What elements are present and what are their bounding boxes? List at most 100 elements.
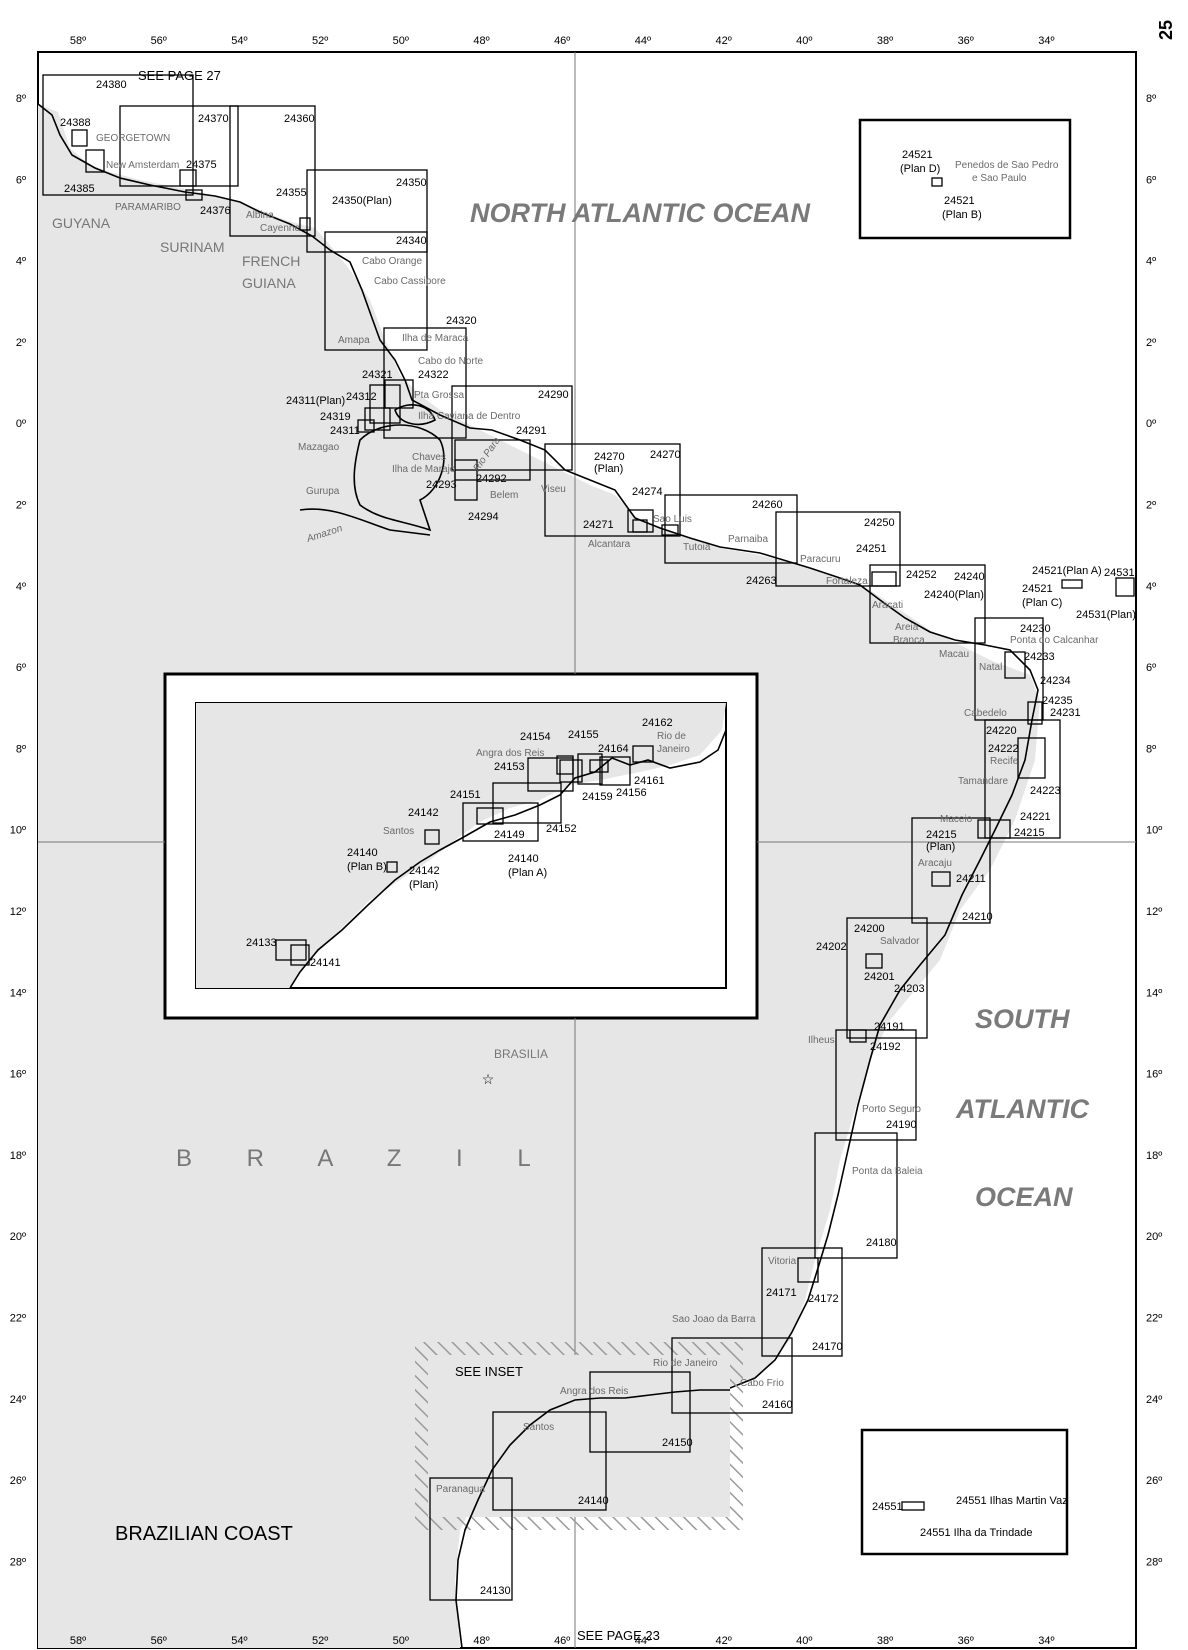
chart-label-24190: 24190 bbox=[886, 1119, 917, 1131]
chart-box-24201[interactable] bbox=[865, 953, 883, 969]
chart-label-24521-plan-b2: (Plan B) bbox=[942, 209, 982, 221]
chart-label-24551: 24551 bbox=[872, 1501, 903, 1513]
place-alcantara: Alcantara bbox=[588, 539, 631, 550]
chart-box-24385[interactable] bbox=[85, 149, 105, 173]
chart-label-24234: 24234 bbox=[1040, 675, 1071, 687]
place-ilha-caviana: Ilha Caviana de Dentro bbox=[418, 411, 521, 422]
chart-box-24312[interactable] bbox=[364, 407, 391, 431]
chart-box-24311[interactable] bbox=[357, 419, 375, 433]
chart-label-24140: 24140 bbox=[578, 1495, 609, 1507]
inset-box-24156[interactable] bbox=[589, 759, 609, 773]
chart-box-24263[interactable] bbox=[661, 524, 679, 536]
chart-label-24350-plan: 24350(Plan) bbox=[332, 195, 392, 207]
chart-label-24235: 24235 bbox=[1042, 695, 1073, 707]
inset-label-24153: 24153 bbox=[494, 761, 525, 773]
chart-label-24521-plan-c1: 24521 bbox=[1022, 583, 1053, 595]
longitude-tick-bottom: 44º bbox=[635, 1635, 651, 1647]
inset-box-24140b[interactable] bbox=[386, 861, 398, 873]
chart-box-24521-plan-d[interactable] bbox=[931, 177, 943, 187]
chart-label-24203: 24203 bbox=[894, 983, 925, 995]
inset-box-24159[interactable] bbox=[559, 759, 583, 783]
chart-box-24355[interactable] bbox=[299, 217, 311, 231]
amazon-delta bbox=[299, 404, 445, 536]
chart-box-24370[interactable] bbox=[119, 105, 239, 187]
chart-box-24191[interactable] bbox=[849, 1029, 867, 1043]
inset-box-24154[interactable] bbox=[556, 755, 574, 775]
chart-box-24271[interactable] bbox=[632, 519, 648, 533]
latitude-tick-left: 12º bbox=[10, 906, 26, 918]
place-ponta-da-baleia: Ponta da Baleia bbox=[852, 1166, 923, 1177]
chart-box-24260[interactable] bbox=[664, 494, 798, 564]
chart-box-24235[interactable] bbox=[1027, 701, 1043, 725]
inset-box-24152[interactable] bbox=[492, 782, 562, 824]
chart-box-24375[interactable] bbox=[179, 169, 197, 187]
chart-box-24350[interactable] bbox=[306, 169, 428, 253]
chart-box-24222[interactable] bbox=[1017, 737, 1046, 779]
chart-box-24140[interactable] bbox=[492, 1411, 607, 1511]
chart-label-24263: 24263 bbox=[746, 575, 777, 587]
chart-box-24320[interactable] bbox=[383, 327, 467, 439]
chart-box-24240[interactable] bbox=[869, 564, 986, 644]
inset-box-24155[interactable] bbox=[577, 753, 603, 785]
chart-box-24551[interactable] bbox=[901, 1501, 925, 1511]
chart-box-24293[interactable] bbox=[454, 459, 478, 501]
chart-box-24215[interactable] bbox=[977, 819, 1011, 839]
chart-label-24380: 24380 bbox=[96, 79, 127, 91]
chart-box-24322[interactable] bbox=[384, 379, 414, 409]
chart-box-24376[interactable] bbox=[185, 189, 203, 201]
longitude-tick-top: 44º bbox=[635, 35, 651, 47]
chart-label-24271: 24271 bbox=[583, 519, 614, 531]
place-recife: Recife bbox=[990, 756, 1019, 767]
chart-label-24320: 24320 bbox=[446, 315, 477, 327]
inset-label-24154: 24154 bbox=[520, 731, 551, 743]
inset-label-24162: 24162 bbox=[642, 717, 673, 729]
place-belem: Belem bbox=[490, 490, 518, 501]
inset-box-24161[interactable] bbox=[632, 745, 654, 763]
chart-box-24388[interactable] bbox=[71, 129, 88, 147]
chart-box-24172[interactable] bbox=[797, 1257, 819, 1283]
inset-label-24141: 24141 bbox=[310, 957, 341, 969]
chart-box-24211[interactable] bbox=[931, 871, 951, 887]
chart-box-24130[interactable] bbox=[429, 1477, 513, 1601]
chart-box-24233[interactable] bbox=[1004, 651, 1026, 679]
place-chaves: Chaves bbox=[412, 452, 446, 463]
chart-box-24252[interactable] bbox=[871, 571, 897, 587]
inset-box-24149[interactable] bbox=[476, 807, 504, 825]
place-salvador: Salvador bbox=[880, 936, 920, 947]
place-natal: Natal bbox=[979, 662, 1002, 673]
place-santos: Santos bbox=[523, 1422, 554, 1433]
chart-box-24380[interactable] bbox=[42, 74, 194, 196]
chart-box-24531[interactable] bbox=[1115, 577, 1135, 597]
chart-label-24321: 24321 bbox=[362, 369, 393, 381]
chart-box-24170[interactable] bbox=[761, 1247, 843, 1357]
chart-box-24270[interactable] bbox=[544, 443, 681, 537]
chart-label-24260: 24260 bbox=[752, 499, 783, 511]
chart-label-24192: 24192 bbox=[870, 1041, 901, 1053]
chart-box-24290[interactable] bbox=[451, 385, 573, 471]
chart-box-24220[interactable] bbox=[984, 719, 1061, 839]
latitude-tick-right: 10º bbox=[1146, 825, 1162, 837]
inset-box-24151[interactable] bbox=[462, 802, 539, 842]
chart-box-24521a[interactable] bbox=[1061, 579, 1083, 589]
place-penedos-1: Penedos de Sao Pedro bbox=[955, 160, 1059, 171]
chart-label-24231: 24231 bbox=[1050, 707, 1081, 719]
chart-label-24340: 24340 bbox=[396, 235, 427, 247]
chart-box-24210[interactable] bbox=[911, 817, 991, 924]
latitude-tick-left: 6º bbox=[16, 174, 26, 186]
inset-box-24141[interactable] bbox=[290, 944, 310, 966]
chart-box-24190[interactable] bbox=[835, 1029, 917, 1141]
chart-box-24200[interactable] bbox=[846, 917, 928, 1039]
chart-box-24160[interactable] bbox=[671, 1337, 793, 1414]
inset-box-24142[interactable] bbox=[424, 829, 440, 845]
longitude-tick-top: 48º bbox=[473, 35, 489, 47]
latitude-tick-left: 28º bbox=[10, 1556, 26, 1568]
chart-box-24340[interactable] bbox=[324, 231, 428, 351]
chart-box-24360[interactable] bbox=[229, 105, 316, 237]
chart-label-24350: 24350 bbox=[396, 177, 427, 189]
chart-box-24250[interactable] bbox=[775, 511, 901, 587]
label-guiana: GUIANA bbox=[242, 275, 296, 291]
longitude-tick-top: 52º bbox=[312, 35, 328, 47]
inset-box-24164[interactable] bbox=[599, 756, 631, 786]
chart-box-24180[interactable] bbox=[814, 1132, 898, 1259]
longitude-tick-bottom: 54º bbox=[231, 1635, 247, 1647]
